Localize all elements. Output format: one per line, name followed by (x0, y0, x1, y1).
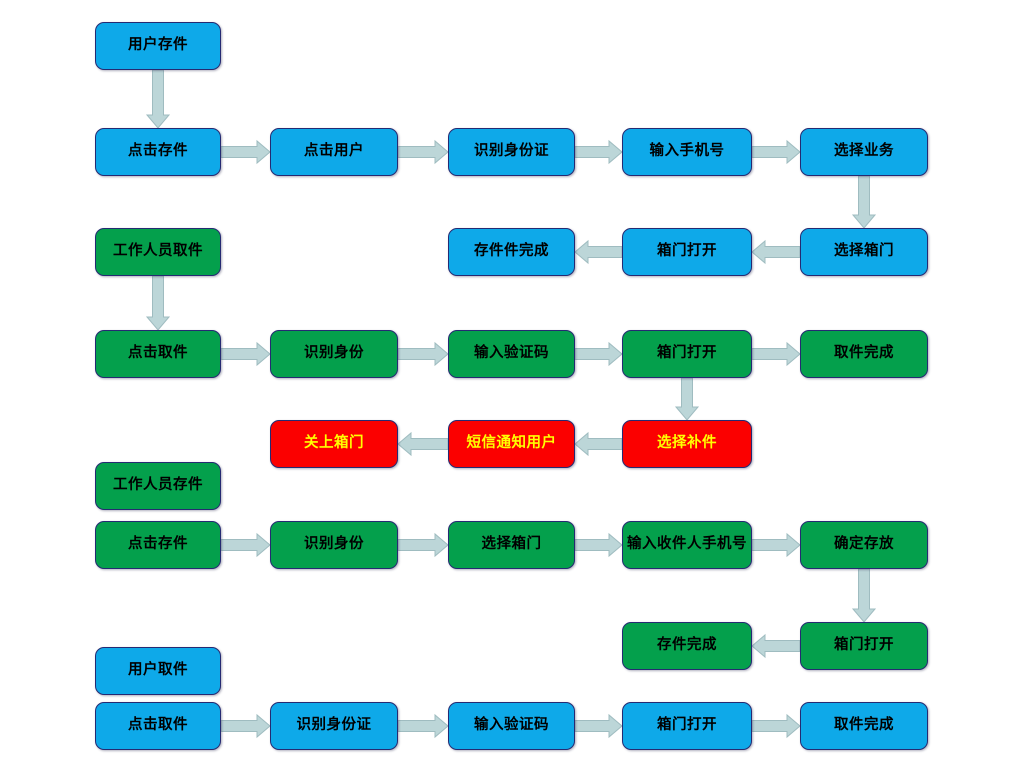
flow-node-label: 确定存放 (834, 536, 894, 553)
flow-node-label: 输入手机号 (649, 143, 725, 160)
flow-arrow-right (397, 713, 449, 739)
flow-node-n26[interactable]: 存件完成 (622, 622, 752, 670)
flow-arrow-right (574, 139, 623, 165)
flow-node-n16[interactable]: 选择补件 (622, 420, 752, 468)
flow-node-label: 工作人员取件 (113, 243, 203, 260)
flow-node-n18[interactable]: 关上箱门 (270, 420, 398, 468)
flow-arrow-left (574, 431, 623, 457)
flow-arrow-right (751, 532, 801, 558)
flow-node-label: 存件完成 (657, 637, 717, 654)
flow-node-n32[interactable]: 取件完成 (800, 702, 928, 750)
flow-node-n2[interactable]: 点击存件 (95, 128, 221, 176)
flow-arrow-down (145, 275, 171, 331)
flow-node-label: 用户取件 (128, 662, 188, 679)
flow-node-n31[interactable]: 箱门打开 (622, 702, 752, 750)
flow-node-label: 取件完成 (834, 345, 894, 362)
flow-node-n11[interactable]: 点击取件 (95, 330, 221, 378)
flow-arrow-left (574, 239, 623, 265)
flow-node-n4[interactable]: 识别身份证 (448, 128, 575, 176)
flow-node-label: 箱门打开 (657, 345, 717, 362)
flow-node-n24[interactable]: 确定存放 (800, 521, 928, 569)
flow-node-label: 箱门打开 (657, 717, 717, 734)
flow-node-label: 输入收件人手机号 (627, 536, 747, 553)
flow-node-n27[interactable]: 用户取件 (95, 647, 221, 695)
flow-arrow-right (751, 341, 801, 367)
flow-arrow-right (751, 713, 801, 739)
flow-arrow-down (145, 69, 171, 129)
flow-arrow-right (220, 532, 271, 558)
flow-arrow-right (574, 713, 623, 739)
flow-arrow-right (397, 139, 449, 165)
flow-node-label: 存件件完成 (474, 243, 549, 260)
flow-node-n6[interactable]: 选择业务 (800, 128, 928, 176)
flow-node-n8[interactable]: 箱门打开 (622, 228, 752, 276)
flow-node-label: 选择箱门 (481, 536, 542, 553)
flow-node-label: 点击取件 (128, 345, 188, 362)
flow-node-label: 输入验证码 (474, 717, 549, 734)
flow-arrow-left (751, 239, 801, 265)
flow-node-n22[interactable]: 选择箱门 (448, 521, 575, 569)
flow-node-label: 箱门打开 (657, 243, 717, 260)
flow-node-label: 选择箱门 (834, 243, 894, 260)
flow-arrow-right (574, 532, 623, 558)
flow-node-label: 选择业务 (834, 143, 894, 160)
flow-arrow-down (851, 175, 877, 229)
flow-node-label: 取件完成 (834, 717, 894, 734)
flow-node-n20[interactable]: 点击存件 (95, 521, 221, 569)
flow-arrow-down (851, 568, 877, 623)
flow-node-label: 选择补件 (657, 435, 717, 452)
flow-node-label: 点击用户 (304, 143, 364, 160)
flow-node-n17[interactable]: 短信通知用户 (448, 420, 575, 468)
flow-node-n15[interactable]: 取件完成 (800, 330, 928, 378)
flow-arrow-right (397, 341, 449, 367)
flow-node-n28[interactable]: 点击取件 (95, 702, 221, 750)
flow-node-label: 用户存件 (128, 37, 188, 54)
flow-node-label: 输入验证码 (474, 345, 549, 362)
flow-node-label: 识别身份 (304, 536, 364, 553)
flow-node-n19[interactable]: 工作人员存件 (95, 462, 221, 510)
flow-node-n12[interactable]: 识别身份 (270, 330, 398, 378)
flow-node-label: 点击取件 (128, 717, 188, 734)
flow-node-label: 箱门打开 (834, 637, 894, 654)
flow-node-n25[interactable]: 箱门打开 (800, 622, 928, 670)
flow-node-n10[interactable]: 工作人员取件 (95, 228, 221, 276)
flow-node-n14[interactable]: 箱门打开 (622, 330, 752, 378)
flow-node-n5[interactable]: 输入手机号 (622, 128, 752, 176)
flow-node-label: 工作人员存件 (113, 477, 203, 494)
flow-node-label: 识别身份证 (296, 717, 372, 734)
flow-arrow-left (397, 431, 449, 457)
flow-arrow-right (220, 139, 271, 165)
flow-node-n29[interactable]: 识别身份证 (270, 702, 398, 750)
flow-node-n21[interactable]: 识别身份 (270, 521, 398, 569)
flow-node-label: 识别身份证 (474, 143, 549, 160)
flow-arrow-right (397, 532, 449, 558)
flow-node-label: 短信通知用户 (466, 435, 557, 452)
flow-arrow-right (220, 341, 271, 367)
flow-node-label: 点击存件 (128, 536, 188, 553)
flow-node-label: 点击存件 (128, 143, 188, 160)
flow-node-n1[interactable]: 用户存件 (95, 22, 221, 70)
flow-arrow-right (751, 139, 801, 165)
flow-node-n30[interactable]: 输入验证码 (448, 702, 575, 750)
flow-node-n7[interactable]: 选择箱门 (800, 228, 928, 276)
flow-arrow-right (220, 713, 271, 739)
flow-node-label: 识别身份 (304, 345, 364, 362)
flow-node-n9[interactable]: 存件件完成 (448, 228, 575, 276)
flow-arrow-down (674, 377, 700, 421)
flow-arrow-right (574, 341, 623, 367)
flow-arrow-left (751, 633, 801, 659)
flow-node-label: 关上箱门 (304, 435, 364, 452)
flow-node-n13[interactable]: 输入验证码 (448, 330, 575, 378)
flow-node-n3[interactable]: 点击用户 (270, 128, 398, 176)
flow-node-n23[interactable]: 输入收件人手机号 (622, 521, 752, 569)
